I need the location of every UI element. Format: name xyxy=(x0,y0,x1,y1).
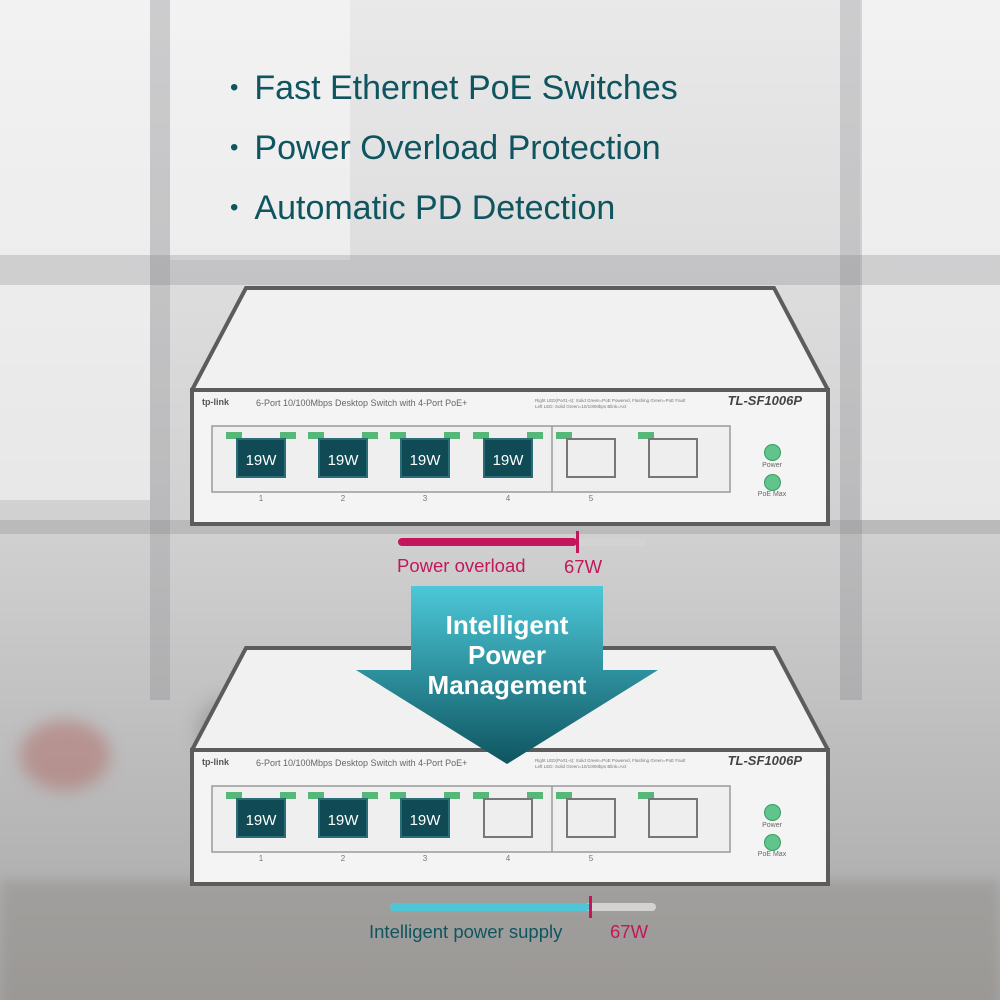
ethernet-port-6 xyxy=(638,432,708,482)
link-led xyxy=(556,792,572,799)
link-led xyxy=(308,792,324,799)
rj45-jack: 19W xyxy=(236,438,286,478)
ethernet-port-3: 19W xyxy=(390,432,460,482)
port-number: 5 xyxy=(588,854,594,863)
port-power-label: 19W xyxy=(409,812,441,829)
port-number: 1 xyxy=(258,854,264,863)
rj45-jack xyxy=(648,438,698,478)
ethernet-port-5 xyxy=(556,792,626,842)
port-number: 4 xyxy=(505,494,511,503)
led-legend: Right LED(Port1-4): Solid Green=PoE Powe… xyxy=(535,398,686,409)
power-led-icon xyxy=(764,804,781,821)
rj45-jack xyxy=(648,798,698,838)
power-led-label: Power xyxy=(762,822,782,829)
link-led xyxy=(226,432,242,439)
feature-list: Fast Ethernet PoE Switches Power Overloa… xyxy=(230,58,678,238)
intelligent-power-supply-label: Intelligent power supply xyxy=(369,921,563,942)
intelligent-power-supply-marker xyxy=(588,896,592,918)
link-led xyxy=(226,792,242,799)
ethernet-port-5 xyxy=(556,432,626,482)
poe-max-led-icon xyxy=(764,834,781,851)
port-number: 1 xyxy=(258,494,264,503)
power-overload-fill xyxy=(398,538,577,546)
feature-item: Automatic PD Detection xyxy=(230,178,678,238)
intelligent-power-supply-value: 67W xyxy=(610,921,649,942)
rj45-jack xyxy=(483,798,533,838)
ethernet-port-4 xyxy=(473,792,543,842)
port-number: 5 xyxy=(588,494,594,503)
intelligent-power-management-label: Intelligent Power Management xyxy=(427,610,587,700)
link-led xyxy=(390,792,406,799)
port-power-label: 19W xyxy=(327,452,359,469)
poe-led xyxy=(280,432,296,439)
rj45-jack: 19W xyxy=(318,438,368,478)
port-power-label: 19W xyxy=(492,452,524,469)
port-number: 3 xyxy=(422,494,428,503)
port-power-label: 19W xyxy=(327,812,359,829)
ethernet-port-3: 19W xyxy=(390,792,460,842)
poe-max-led-label: PoE Max xyxy=(757,491,787,498)
intelligent-power-supply-bar xyxy=(390,896,656,918)
power-led-icon xyxy=(764,444,781,461)
ethernet-port-1: 19W xyxy=(226,432,296,482)
brand-logo: tp-link xyxy=(202,397,229,407)
down-arrow-icon xyxy=(356,586,658,764)
link-led xyxy=(638,792,654,799)
link-led xyxy=(390,432,406,439)
poe-led xyxy=(362,432,378,439)
model-number: TL-SF1006P xyxy=(727,753,802,768)
ethernet-port-4: 19W xyxy=(473,432,543,482)
power-overload-label: Power overload xyxy=(397,555,526,576)
link-led xyxy=(473,432,489,439)
switch-top: tp-link 6-Port 10/100Mbps Desktop Switch… xyxy=(190,286,830,526)
poe-max-led-icon xyxy=(764,474,781,491)
ethernet-port-6 xyxy=(638,792,708,842)
port-number: 3 xyxy=(422,854,428,863)
intelligent-power-supply-fill xyxy=(390,903,590,911)
poe-led xyxy=(444,792,460,799)
port-power-label: 19W xyxy=(245,452,277,469)
poe-led xyxy=(362,792,378,799)
link-led xyxy=(556,432,572,439)
poe-led xyxy=(444,432,460,439)
power-overload-bar xyxy=(398,531,646,553)
rj45-jack xyxy=(566,438,616,478)
rj45-jack: 19W xyxy=(400,798,450,838)
link-led xyxy=(638,432,654,439)
power-led-label: Power xyxy=(762,462,782,469)
poe-led xyxy=(527,432,543,439)
switch-description: 6-Port 10/100Mbps Desktop Switch with 4-… xyxy=(256,758,468,768)
port-number: 4 xyxy=(505,854,511,863)
model-number: TL-SF1006P xyxy=(727,393,802,408)
brand-logo: tp-link xyxy=(202,757,229,767)
rj45-jack: 19W xyxy=(400,438,450,478)
port-power-label: 19W xyxy=(245,812,277,829)
ethernet-port-2: 19W xyxy=(308,432,378,482)
port-number: 2 xyxy=(340,494,346,503)
poe-max-led-label: PoE Max xyxy=(757,851,787,858)
port-number: 2 xyxy=(340,854,346,863)
link-led xyxy=(473,792,489,799)
rj45-jack xyxy=(566,798,616,838)
power-overload-value: 67W xyxy=(564,556,603,577)
switch-description: 6-Port 10/100Mbps Desktop Switch with 4-… xyxy=(256,398,468,408)
link-led xyxy=(308,432,324,439)
poe-led xyxy=(527,792,543,799)
port-power-label: 19W xyxy=(409,452,441,469)
poe-led xyxy=(280,792,296,799)
rj45-jack: 19W xyxy=(483,438,533,478)
feature-item: Fast Ethernet PoE Switches xyxy=(230,58,677,118)
ethernet-port-1: 19W xyxy=(226,792,296,842)
feature-item: Power Overload Protection xyxy=(230,118,678,178)
rj45-jack: 19W xyxy=(318,798,368,838)
ethernet-port-2: 19W xyxy=(308,792,378,842)
led-legend: Right LED(Port1-4): Solid Green=PoE Powe… xyxy=(535,758,686,769)
rj45-jack: 19W xyxy=(236,798,286,838)
power-overload-marker xyxy=(575,531,579,553)
